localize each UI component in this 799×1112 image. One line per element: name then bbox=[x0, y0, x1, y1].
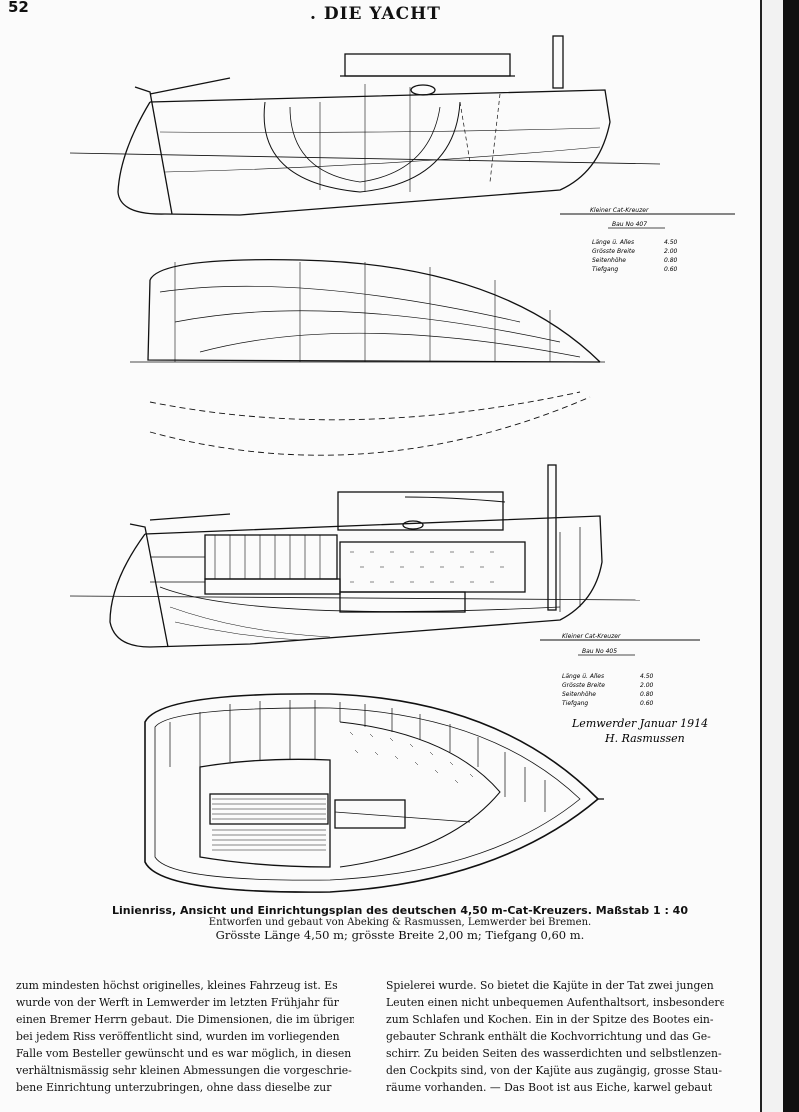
title-block-1-value: 0.80 bbox=[664, 257, 678, 264]
title-block-1-row: Seitenhöhe bbox=[592, 257, 626, 264]
figure-caption: Linienriss, Ansicht und Einrichtungsplan… bbox=[40, 904, 760, 942]
page-edge-shadow bbox=[783, 0, 799, 1112]
text-line: räume vorhanden. — Das Boot ist aus Eich… bbox=[386, 1081, 713, 1094]
text-column-right: Spielerei wurde. So bietet die Kajüte in… bbox=[386, 977, 724, 1096]
title-block-2-row: Tiefgang bbox=[562, 700, 588, 707]
title-block-1: Kleiner Cat-Kreuzer Bau No 407 Länge ü. … bbox=[560, 207, 735, 273]
title-block-1-row: Grösste Breite bbox=[592, 248, 635, 255]
signature-place-date: Lemwerder Januar 1914 bbox=[571, 717, 708, 730]
text-line: zum Schlafen und Kochen. Ein in der Spit… bbox=[386, 1013, 714, 1026]
caption-title: Linienriss, Ansicht und Einrichtungsplan… bbox=[112, 904, 688, 917]
text-column-left: zum mindesten höchst originelles, kleine… bbox=[16, 977, 354, 1096]
text-line: gebauter Schrank enthält die Kochvorrich… bbox=[386, 1030, 711, 1043]
title-block-2: Kleiner Cat-Kreuzer Bau No 405 Länge ü. … bbox=[540, 633, 700, 707]
title-block-2-row: Grösste Breite bbox=[562, 682, 605, 689]
title-block-2-value: 0.60 bbox=[640, 700, 654, 707]
title-block-2-row: Länge ü. Alles bbox=[562, 673, 604, 680]
title-block-2-number: Bau No 405 bbox=[582, 648, 617, 655]
accommodation-plan bbox=[144, 693, 604, 893]
title-block-1-value: 2.00 bbox=[664, 248, 678, 255]
half-breadth-plan bbox=[130, 259, 605, 456]
boat-drawing: Kleiner Cat-Kreuzer Bau No 407 Länge ü. … bbox=[69, 35, 735, 893]
text-line: zum mindesten höchst originelles, kleine… bbox=[16, 979, 338, 992]
text-line: schirr. Zu beiden Seiten des wasserdicht… bbox=[386, 1047, 722, 1060]
text-line: wurde von der Werft in Lemwerder im letz… bbox=[16, 996, 339, 1009]
text-line: Falle vom Besteller gewünscht und es war… bbox=[16, 1047, 352, 1060]
title-block-2-value: 0.80 bbox=[640, 691, 654, 698]
caption-designer: Entworfen und gebaut von Abeking & Rasmu… bbox=[208, 917, 592, 928]
title-block-1-value: 4.50 bbox=[664, 239, 678, 246]
deck-cushion-pattern bbox=[349, 731, 474, 784]
journal-header: . DIE YACHT bbox=[310, 4, 441, 24]
page-number: 52 bbox=[8, 0, 29, 16]
profile-arrangement bbox=[69, 464, 641, 648]
title-block-2-value: 4.50 bbox=[640, 673, 654, 680]
text-line: bei jedem Riss veröffentlicht sind, wurd… bbox=[16, 1030, 340, 1043]
title-block-1-value: 0.60 bbox=[664, 266, 678, 273]
title-block-2-name: Kleiner Cat-Kreuzer bbox=[562, 633, 621, 640]
cushion-pattern bbox=[350, 551, 504, 583]
title-block-2-row: Seitenhöhe bbox=[562, 691, 596, 698]
text-line: Leuten einen nicht unbequemen Aufenthalt… bbox=[386, 996, 724, 1009]
signature-name: H. Rasmussen bbox=[604, 732, 685, 745]
title-block-1-number: Bau No 407 bbox=[612, 221, 647, 228]
signature: Lemwerder Januar 1914 H. Rasmussen bbox=[571, 717, 708, 745]
text-line: verhältnismässig sehr kleinen Abmessunge… bbox=[16, 1064, 352, 1077]
title-block-1-name: Kleiner Cat-Kreuzer bbox=[590, 207, 649, 214]
text-line: Spielerei wurde. So bietet die Kajüte in… bbox=[386, 979, 714, 992]
title-block-1-row: Länge ü. Alles bbox=[592, 239, 634, 246]
profile-lines-plan bbox=[69, 35, 661, 216]
caption-dimensions: Grösste Länge 4,50 m; grösste Breite 2,0… bbox=[215, 928, 585, 942]
text-line: bene Einrichtung unterzubringen, ohne da… bbox=[16, 1081, 332, 1094]
text-line: einen Bremer Herrn gebaut. Die Dimension… bbox=[16, 1013, 354, 1026]
title-block-2-value: 2.00 bbox=[640, 682, 654, 689]
text-line: den Cockpits sind, von der Kajüte aus zu… bbox=[386, 1064, 722, 1077]
journal-page: 52 . DIE YACHT bbox=[8, 0, 760, 1096]
title-block-1-row: Tiefgang bbox=[592, 266, 618, 273]
